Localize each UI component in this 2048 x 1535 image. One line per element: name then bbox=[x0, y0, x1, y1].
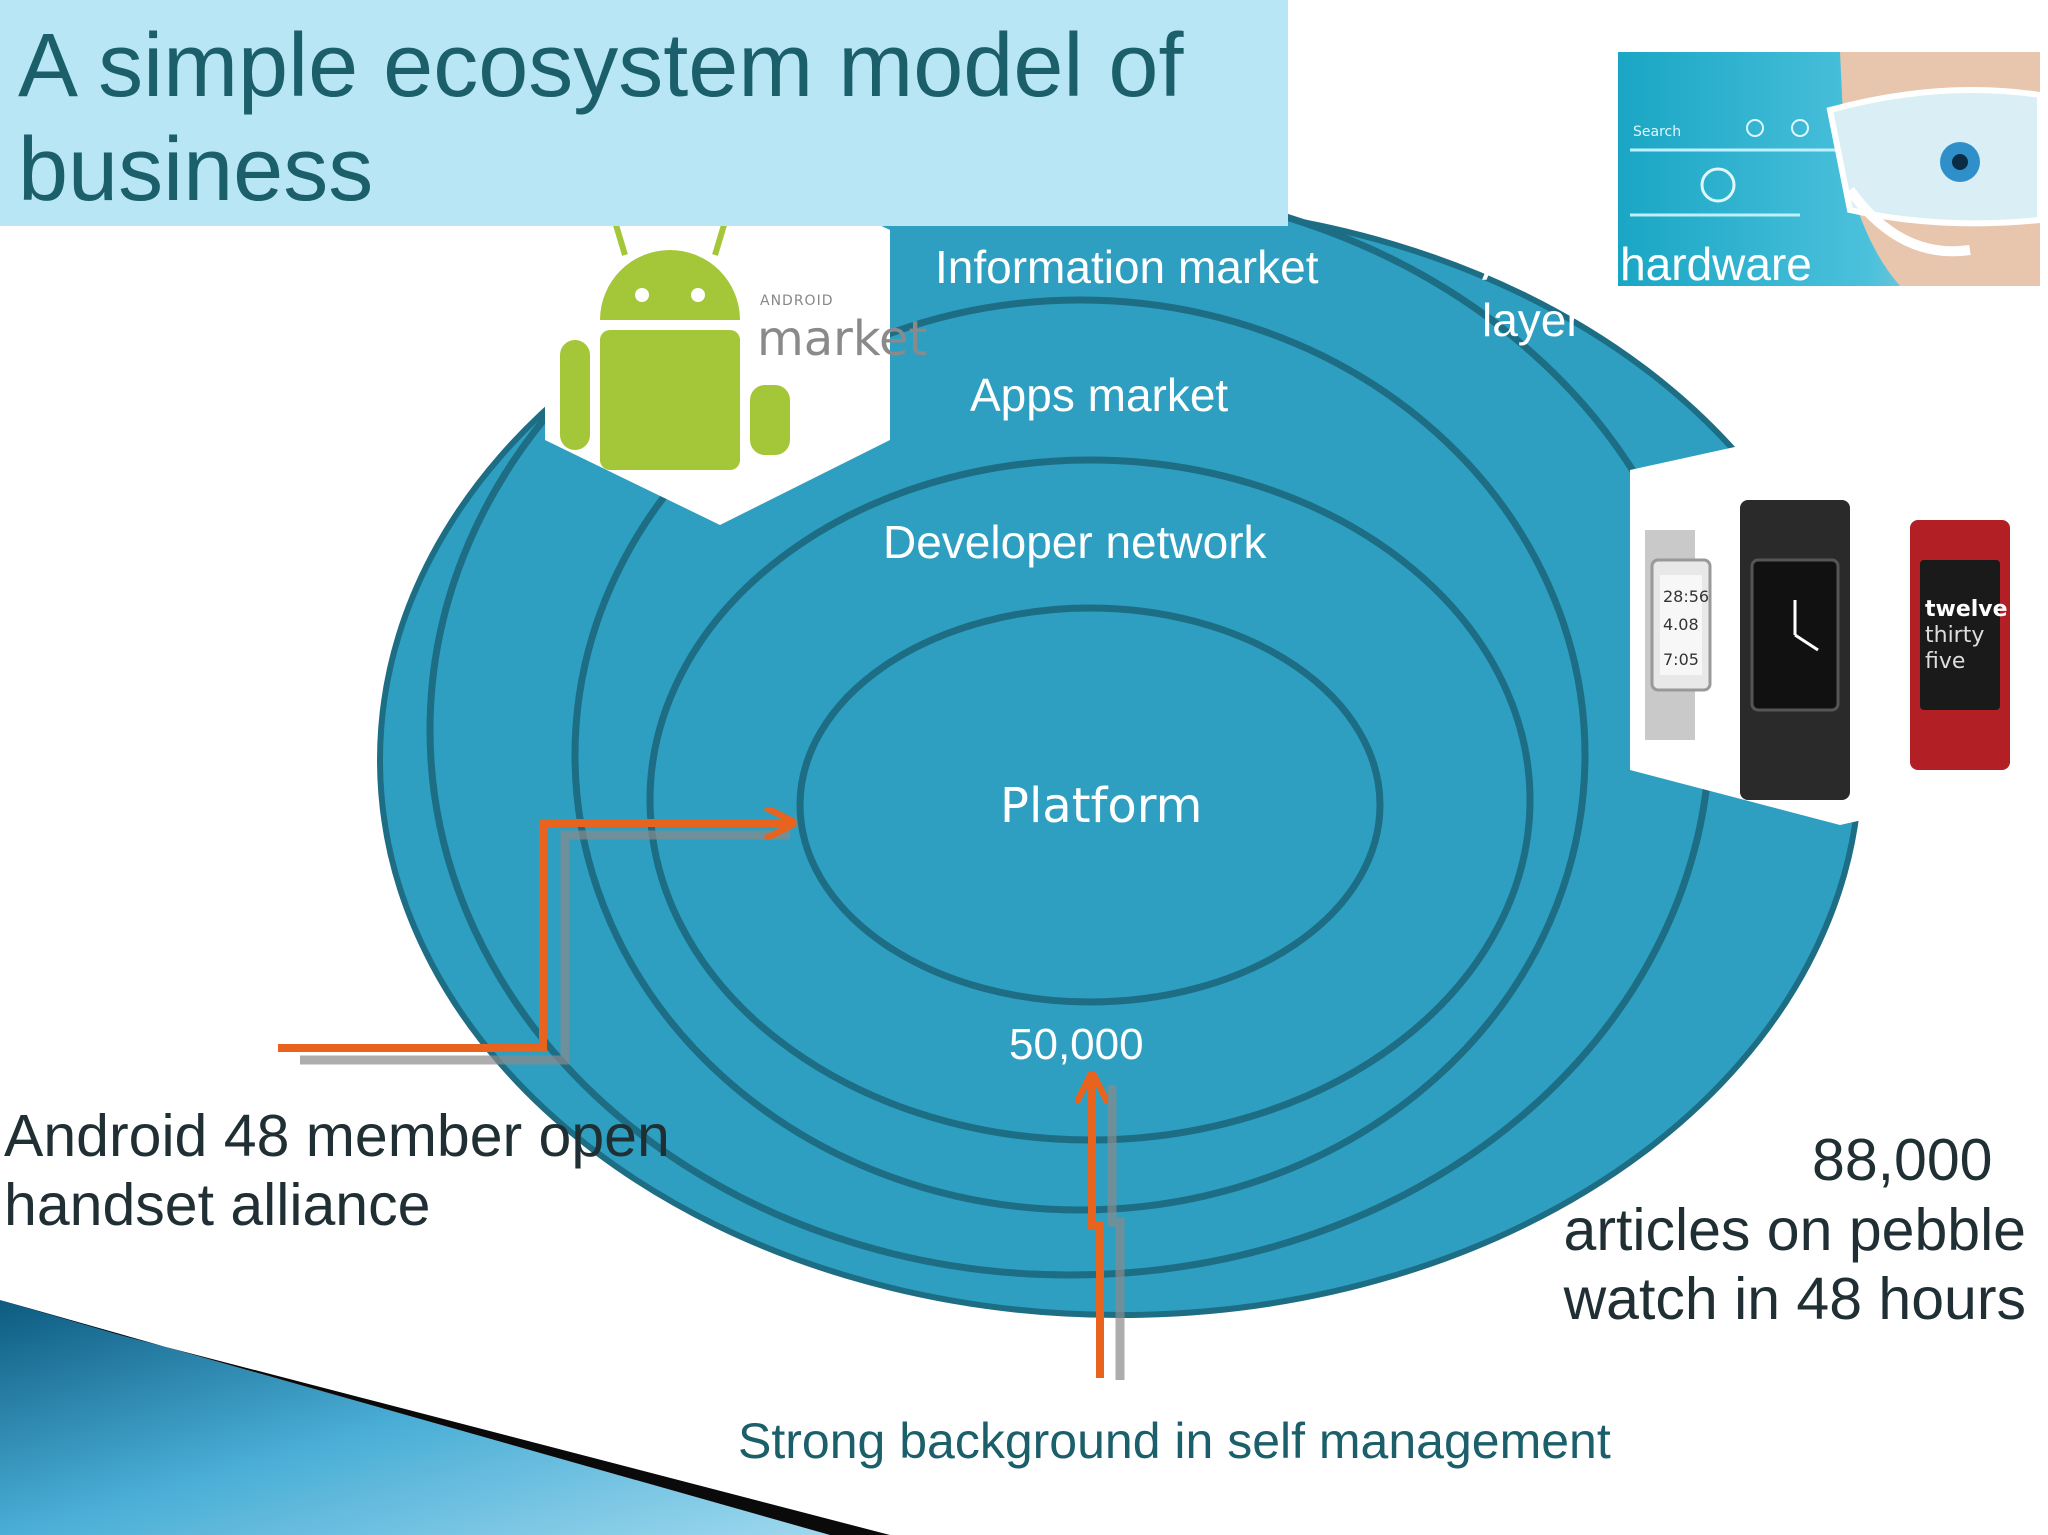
android-market-image: ANDROID market bbox=[545, 150, 927, 525]
android-logo-text: ANDROID bbox=[760, 293, 834, 309]
hud-glasses-image: Search bbox=[1618, 52, 2043, 286]
background-arrow bbox=[1092, 1078, 1100, 1378]
label-developer-network: Developer network bbox=[883, 516, 1267, 568]
label-apps-market: Apps market bbox=[970, 369, 1229, 421]
arrow-shadow bbox=[300, 830, 790, 1065]
svg-text:Search: Search bbox=[1633, 124, 1681, 140]
background-caption: Strong background in self management bbox=[738, 1413, 1611, 1469]
arrow-shadow bbox=[1107, 1085, 1125, 1380]
pebble-count: 88,000 bbox=[1812, 1127, 1993, 1193]
svg-text:7:05: 7:05 bbox=[1663, 650, 1699, 669]
svg-text:4.08: 4.08 bbox=[1663, 615, 1699, 634]
title-banner: A simple ecosystem model of business bbox=[0, 0, 1288, 226]
slide-title: A simple ecosystem model of business bbox=[18, 16, 1184, 220]
svg-text:28:56: 28:56 bbox=[1663, 587, 1709, 606]
android-market-word: market bbox=[757, 311, 927, 367]
alliance-arrow bbox=[278, 823, 790, 1052]
label-50000: 50,000 bbox=[1009, 1020, 1144, 1069]
pebble-watch-text: twelve bbox=[1925, 597, 2008, 622]
pebble-watch-text: thirty bbox=[1925, 623, 1984, 648]
pebble-watches-image: 28:56 4.08 7:05 twelve thirty five bbox=[1630, 425, 2040, 825]
pebble-watch-text: five bbox=[1925, 649, 1965, 674]
pebble-articles-label: articles on pebble watch in 48 hours bbox=[1563, 1197, 2026, 1332]
alliance-label: Android 48 member open handset alliance bbox=[4, 1103, 670, 1238]
label-platform: Platform bbox=[1000, 778, 1203, 834]
ring-platform bbox=[796, 604, 1384, 1006]
label-hardware-layer: A new hardware layer bbox=[1482, 238, 1812, 346]
label-information-market: Information market bbox=[935, 241, 1319, 293]
